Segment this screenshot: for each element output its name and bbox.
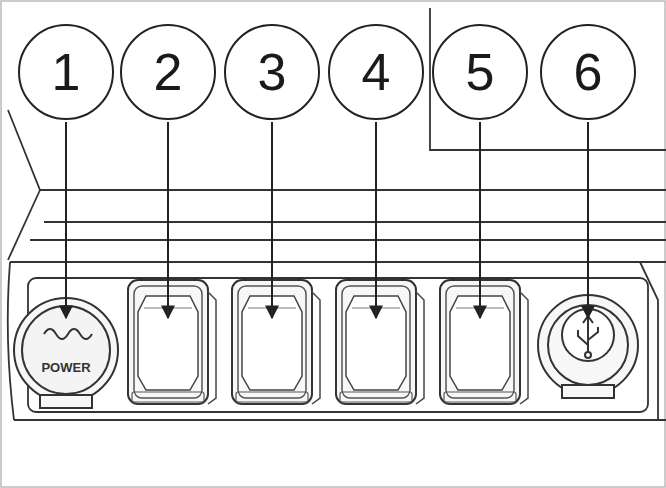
callout-circle: 5 bbox=[432, 24, 528, 120]
rocker-switch bbox=[440, 280, 528, 404]
callout-circle: 6 bbox=[540, 24, 636, 120]
socket-label: POWER bbox=[39, 361, 92, 375]
rocker-switch bbox=[232, 280, 320, 404]
callout-circle: 3 bbox=[224, 24, 320, 120]
callout-circle: 2 bbox=[120, 24, 216, 120]
leader-arrow bbox=[66, 122, 588, 318]
callout-number: 5 bbox=[466, 46, 495, 98]
callout-number: 1 bbox=[52, 46, 81, 98]
rocker-switch bbox=[128, 280, 216, 404]
dashboard-outline bbox=[8, 8, 666, 420]
rocker-switch bbox=[336, 280, 424, 404]
callout-number: 3 bbox=[258, 46, 287, 98]
callout-number: 6 bbox=[574, 46, 603, 98]
callout-number: 4 bbox=[362, 46, 391, 98]
callout-circle: 4 bbox=[328, 24, 424, 120]
callout-number: 2 bbox=[154, 46, 183, 98]
callout-circle: 1 bbox=[18, 24, 114, 120]
